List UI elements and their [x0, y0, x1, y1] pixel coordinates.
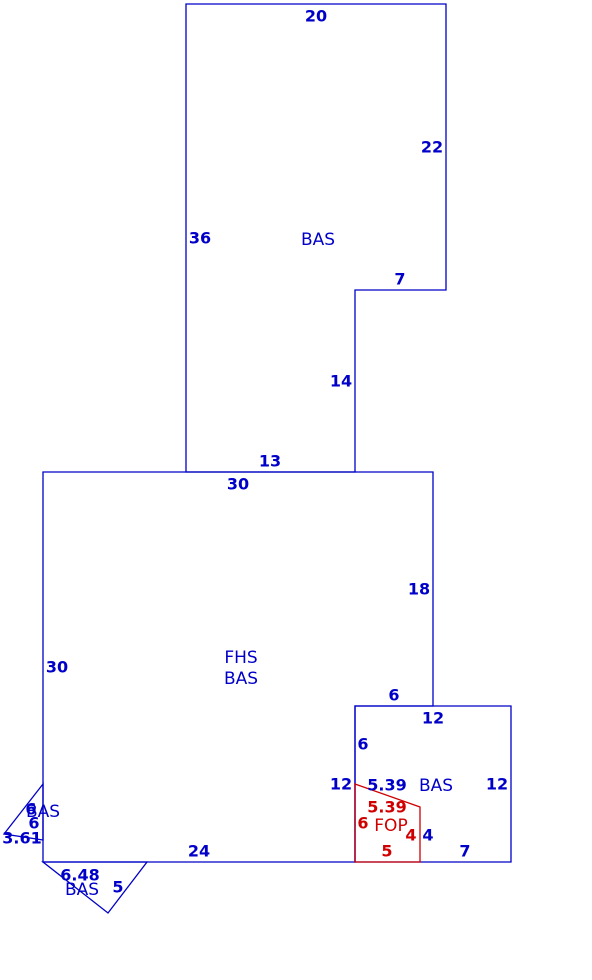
dim-wedge-left-361: 3.61	[2, 829, 41, 848]
dim-wedge-bottom-5: 5	[112, 878, 123, 897]
dim-wedge-bottom-648: 6.48	[60, 866, 99, 885]
dim-addition-top: 12	[422, 709, 444, 728]
main-area-label-bas: BAS	[224, 669, 258, 689]
dim-addition-inner: 4	[422, 826, 433, 845]
dim-wedge-left-6b: 6	[28, 814, 39, 833]
dim-porch-bottom: 5	[381, 842, 392, 861]
dim-main-bottom: 24	[188, 842, 210, 861]
left-wedge-area-label: BAS	[26, 802, 60, 822]
bottom-bas-wedge-outline	[41, 861, 149, 914]
dim-addition-right: 12	[486, 775, 508, 794]
dim-addition-left: 12	[330, 775, 352, 794]
dim-main-step: 6	[388, 686, 399, 705]
dim-porch-left: 6	[357, 814, 368, 833]
upper-area-label: BAS	[301, 230, 335, 250]
dim-upper-bottom: 13	[259, 452, 281, 471]
dim-main-right: 18	[408, 580, 430, 599]
dim-upper-step: 7	[394, 270, 405, 289]
dim-addition-left-upper: 6	[357, 735, 368, 754]
dim-addition-diag: 5.39	[367, 776, 406, 795]
dim-upper-top: 20	[305, 7, 327, 26]
dim-upper-inner: 14	[330, 372, 352, 391]
main-area-label-fhs: FHS	[224, 648, 257, 668]
dim-main-left: 30	[46, 658, 68, 677]
dim-porch-diag: 5.39	[367, 798, 406, 817]
bottom-wedge-area-label: BAS	[65, 880, 99, 900]
fop-porch-outline	[354, 783, 421, 863]
dim-main-top: 30	[227, 475, 249, 494]
dim-wedge-left-6: 6	[25, 800, 36, 819]
porch-area-label: FOP	[374, 816, 407, 836]
dim-addition-bottom: 7	[459, 842, 470, 861]
dim-upper-right: 22	[421, 138, 443, 157]
right-addition-area-label: BAS	[419, 776, 453, 796]
dim-porch-right: 4	[405, 826, 416, 845]
dim-upper-left: 36	[189, 229, 211, 248]
left-bas-wedge-outline	[2, 782, 44, 841]
